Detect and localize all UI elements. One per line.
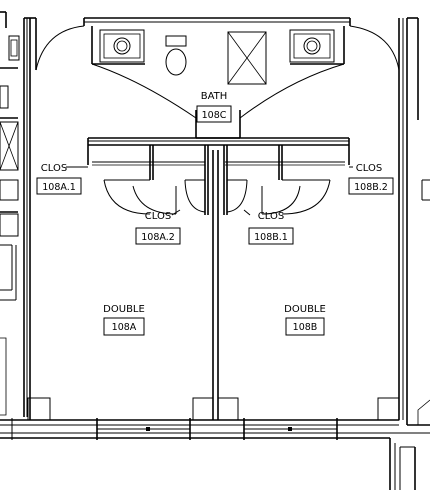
sink-icon	[289, 29, 335, 63]
room-name: BATH	[201, 91, 228, 102]
wall-outline	[23, 17, 419, 425]
room-number: 108A	[112, 322, 137, 333]
room-label-clos-108b2: CLOS 108B.2	[348, 163, 394, 195]
right-neighbor-unit	[417, 179, 430, 425]
room-name: CLOS	[145, 211, 171, 222]
room-number: 108B.1	[254, 232, 288, 243]
room-label-bath: BATH 108C	[196, 91, 232, 123]
room-name: DOUBLE	[103, 304, 145, 315]
room-number: 108A.1	[42, 182, 76, 193]
room-number: 108A.2	[141, 232, 175, 243]
toilet-bowl-icon	[165, 48, 187, 76]
sink-icon	[99, 29, 145, 63]
left-neighbor-unit	[0, 11, 20, 416]
shower-icon	[227, 31, 267, 85]
room-label-clos-108a2: CLOS 108A.2	[135, 211, 181, 245]
room-name: DOUBLE	[284, 304, 326, 315]
room-label-clos-108b1: CLOS 108B.1	[248, 211, 294, 245]
leader-lines	[66, 166, 353, 216]
room-name: CLOS	[258, 211, 284, 222]
room-number: 108B	[293, 322, 318, 333]
shower-icon	[0, 121, 19, 171]
closet-wall	[87, 137, 350, 215]
exterior-wall	[0, 397, 430, 490]
room-name: CLOS	[356, 163, 382, 174]
room-label-double-108a: DOUBLE 108A	[103, 304, 145, 336]
room-name: CLOS	[41, 163, 67, 174]
room-label-double-108b: DOUBLE 108B	[284, 304, 326, 336]
room-number: 108C	[202, 110, 227, 121]
room-number: 108B.2	[354, 182, 388, 193]
bath-fixtures	[99, 29, 335, 85]
room-label-clos-108a1: CLOS 108A.1	[36, 163, 82, 195]
toilet-tank-icon	[165, 35, 187, 47]
